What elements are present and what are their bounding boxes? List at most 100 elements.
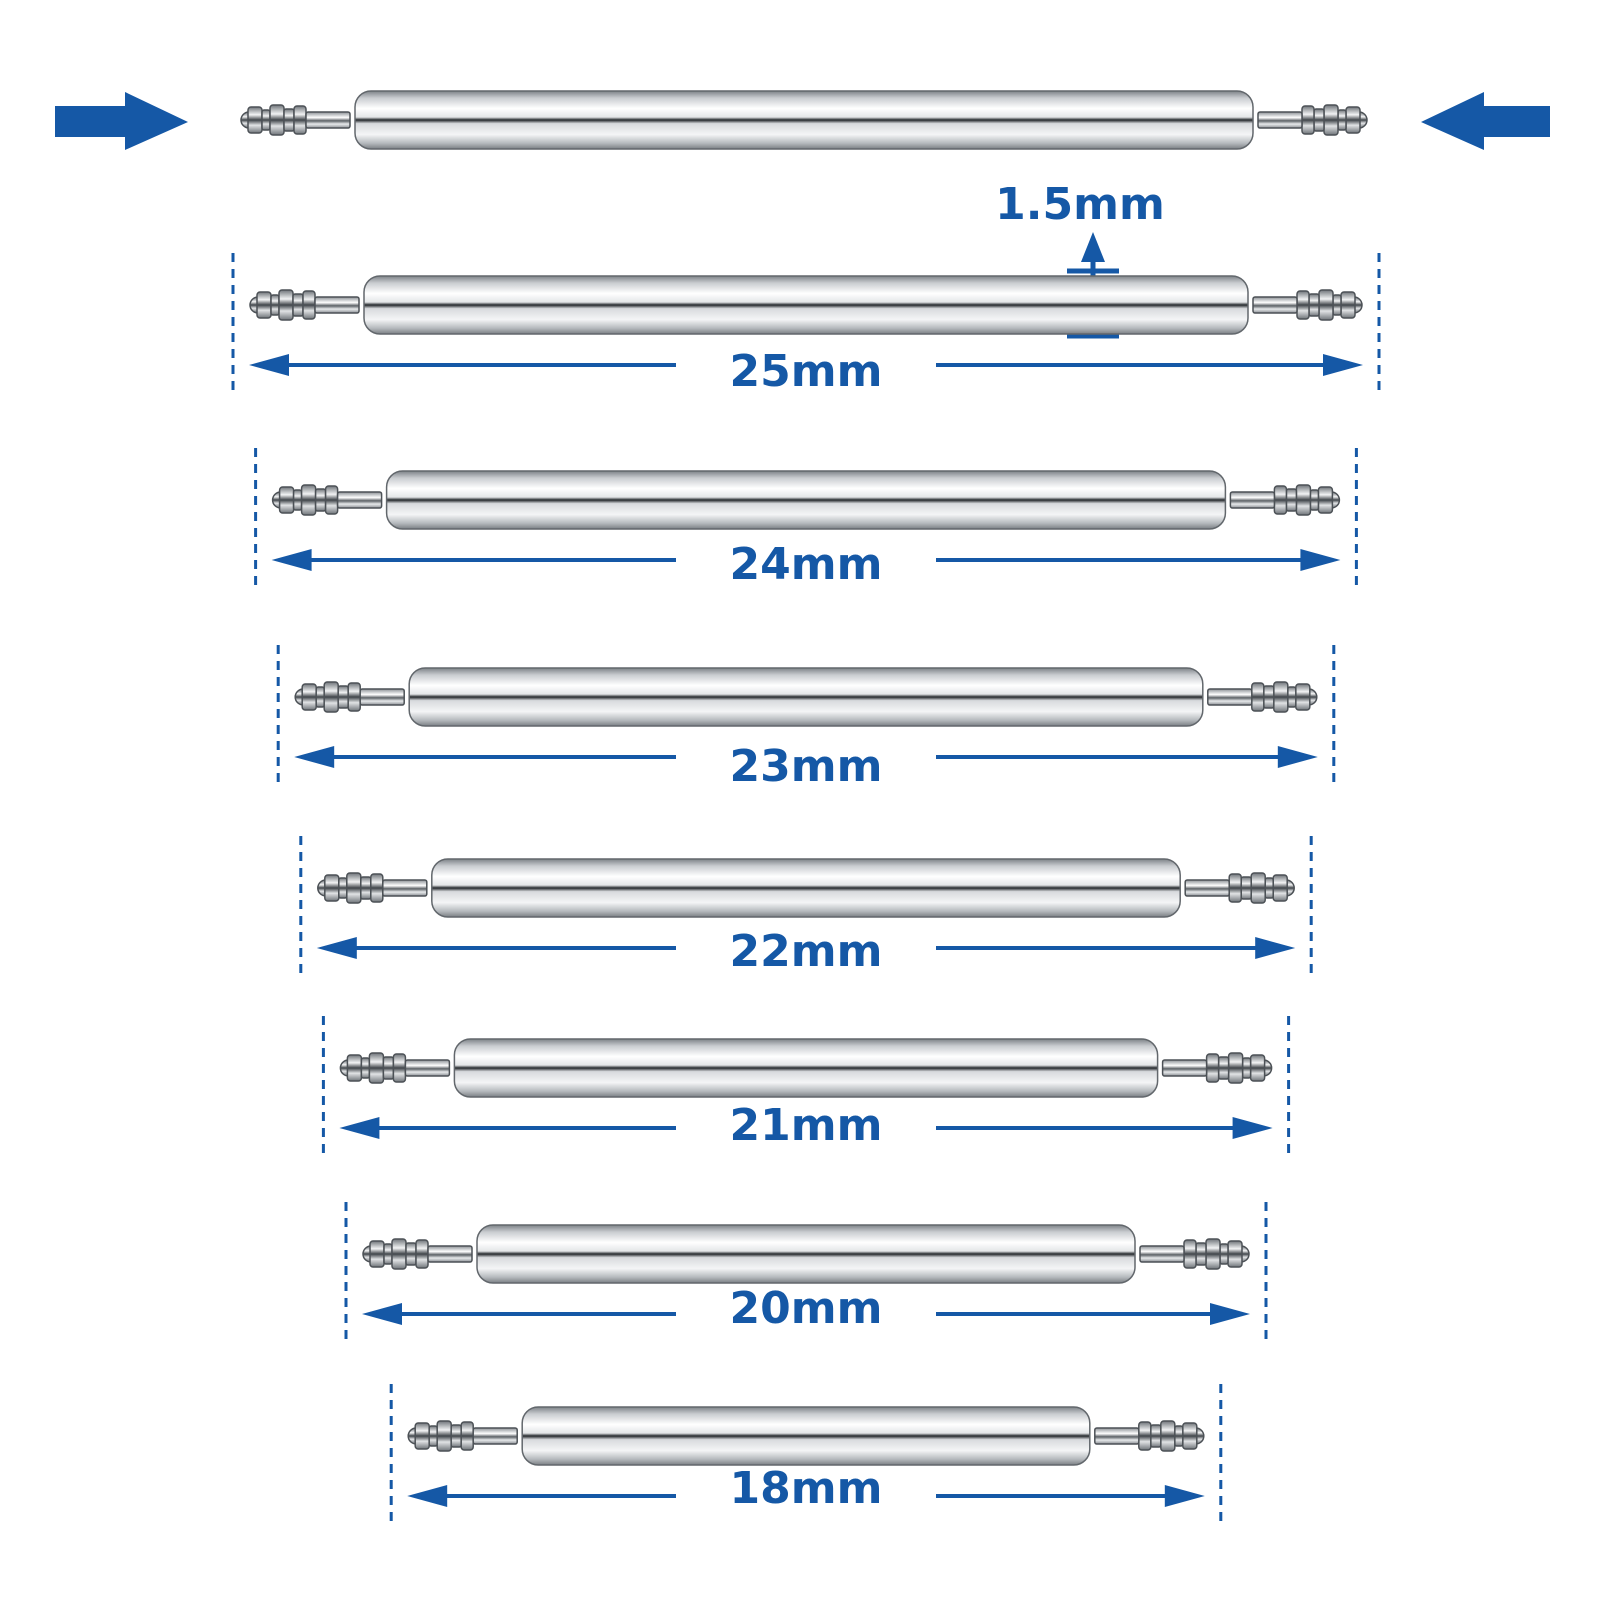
arrowhead-left-icon — [362, 1303, 402, 1325]
pin-shaft — [314, 296, 360, 314]
pin-collar — [338, 877, 348, 899]
pin-collar — [1340, 291, 1356, 319]
pin-shaft — [1139, 1245, 1185, 1263]
pin-row: 20mm — [344, 1202, 1268, 1340]
pin-tube — [354, 90, 1254, 150]
dimension-line — [276, 645, 1336, 783]
pin-collar — [360, 876, 372, 900]
pin-collar — [1295, 484, 1312, 516]
pin-collar — [292, 293, 304, 317]
pin-row: 23mm — [276, 645, 1336, 792]
pin-shaft — [1229, 491, 1276, 509]
pin-collar — [292, 489, 303, 511]
pin-row: 18mm — [389, 1384, 1223, 1522]
pin-collar — [323, 681, 339, 713]
pin-shaft — [1252, 296, 1298, 314]
pin-shaft — [472, 1427, 518, 1445]
pin-tube — [521, 1406, 1091, 1466]
arrowhead-left-icon — [294, 746, 335, 768]
pin-collar — [346, 1054, 363, 1082]
pin-collar — [1183, 1239, 1197, 1269]
arrowhead-left-icon — [407, 1485, 448, 1507]
dimension-line — [344, 1202, 1268, 1340]
pin-collar — [1317, 486, 1334, 514]
pin-collar — [383, 1243, 393, 1265]
pin-collar — [278, 486, 295, 514]
arrowhead-right-icon — [1300, 549, 1341, 571]
pin-collar — [347, 682, 361, 712]
pin-collar — [392, 1053, 407, 1083]
pin-shaft — [382, 879, 428, 897]
arrowhead-left-icon — [249, 354, 289, 376]
pin-collar — [324, 485, 339, 515]
pin-collar — [269, 104, 285, 136]
pin-collar — [1150, 1424, 1162, 1448]
dimension-line — [254, 448, 1358, 586]
pin-collar — [368, 1052, 385, 1084]
pin-collar — [405, 1242, 417, 1266]
pin-collar — [460, 1421, 474, 1451]
pin-row: 22mm — [299, 836, 1313, 977]
spring-bar — [249, 275, 1363, 335]
arrow-right-icon — [55, 92, 188, 150]
size-label: 23mm — [730, 741, 883, 792]
pin-collar — [1228, 873, 1242, 903]
pin-shaft — [1207, 688, 1253, 706]
spring-bar — [294, 667, 1318, 727]
pin-shaft — [404, 1059, 451, 1077]
pin-collar — [1285, 488, 1298, 512]
pin-row: 21mm — [321, 1016, 1291, 1154]
pin-collar — [261, 109, 271, 131]
pin-row: 24mm — [254, 448, 1358, 590]
pin-collar — [382, 1056, 395, 1080]
pin-collar — [1313, 108, 1325, 132]
pin-collar — [1138, 1421, 1152, 1451]
pin-collar — [283, 108, 295, 132]
pin-collar — [346, 872, 362, 904]
pin-collar — [1195, 1242, 1207, 1266]
pin-collar — [270, 294, 280, 316]
pin-collar — [1219, 1243, 1229, 1265]
pin-collar — [1160, 1420, 1176, 1452]
size-label: 21mm — [730, 1100, 883, 1151]
pin-collar — [1217, 1056, 1230, 1080]
pin-shaft — [427, 1245, 473, 1263]
pin-collar — [1295, 683, 1311, 711]
pin-collar — [1205, 1238, 1221, 1270]
diameter-callout: 1.5mm — [995, 179, 1165, 339]
pin-tube — [476, 1224, 1136, 1284]
size-label: 20mm — [730, 1283, 883, 1334]
pin-collar — [1241, 1057, 1252, 1079]
pin-collar — [1227, 1052, 1244, 1084]
pin-collar — [369, 1240, 385, 1268]
pin-tube — [363, 275, 1249, 335]
pin-tube — [408, 667, 1204, 727]
pin-collar — [1308, 293, 1320, 317]
spring-bar — [362, 1224, 1250, 1284]
pin-collar — [436, 1420, 452, 1452]
pin-collar — [293, 105, 307, 135]
arrowhead-right-icon — [1277, 746, 1318, 768]
pin-collar — [301, 683, 317, 711]
pin-collar — [1332, 294, 1342, 316]
pin-collar — [300, 484, 317, 516]
pin-collar — [1264, 877, 1274, 899]
pin-collar — [315, 686, 325, 708]
pin-tube — [453, 1038, 1159, 1098]
size-label: 22mm — [730, 926, 883, 977]
dimension-line — [389, 1384, 1223, 1522]
pin-collar — [1240, 876, 1252, 900]
pin-collar — [302, 290, 316, 320]
arrow-up-icon — [1081, 232, 1105, 262]
pin-collar — [1345, 106, 1361, 134]
arrow-left-icon — [1421, 92, 1550, 150]
sized-pins: 25mm 24mm 23mm 22mm 21mm 20mm — [231, 253, 1381, 1522]
size-label: 24mm — [730, 539, 883, 590]
arrowhead-right-icon — [1255, 937, 1296, 959]
pin-collar — [1337, 109, 1347, 131]
pin-shaft — [1257, 111, 1303, 129]
pin-collar — [256, 291, 272, 319]
size-label: 25mm — [730, 346, 883, 397]
pin-collar — [450, 1424, 462, 1448]
pin-collar — [324, 874, 340, 902]
